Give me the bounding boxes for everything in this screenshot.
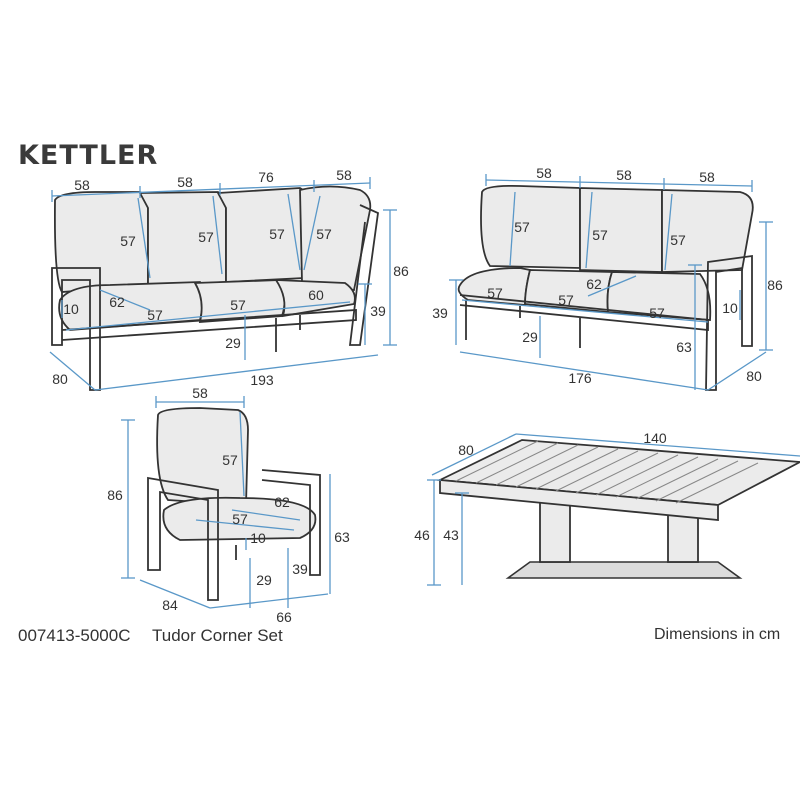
three-depth: 80	[746, 368, 762, 384]
corner-width-4: 58	[336, 167, 352, 183]
table-depth: 80	[458, 442, 474, 458]
armchair-drawing: 58 57 62 57 10 86 63 29 39 84 66	[107, 385, 350, 625]
three-back-height-1: 57	[514, 219, 530, 235]
armchair-arm-total-height: 63	[334, 529, 350, 545]
corner-back-height-4: 57	[316, 226, 332, 242]
corner-width-2: 58	[177, 174, 193, 190]
three-width-1: 58	[536, 165, 552, 181]
table-drawing: 80 140 46 43	[414, 430, 800, 586]
armchair-seat-height: 39	[292, 561, 308, 577]
corner-sofa-drawing: 58 58 76 58 57 57 57 57 62 57 57 60 10 3…	[49, 167, 409, 391]
three-back-height-2: 57	[592, 227, 608, 243]
three-seater-drawing: 58 58 58 57 57 57 62 57 57 57 10 39 29 6…	[432, 165, 783, 391]
three-width-2: 58	[616, 167, 632, 183]
table-total-height: 46	[414, 527, 430, 543]
corner-back-height-1: 57	[120, 233, 136, 249]
armchair-leg-height: 29	[256, 572, 272, 588]
three-seat-width-1: 57	[487, 285, 503, 301]
three-arm-height: 10	[722, 300, 738, 316]
armchair-seat-depth: 62	[274, 494, 290, 510]
table-length: 140	[643, 430, 667, 446]
corner-leg-height: 29	[225, 335, 241, 351]
three-leg-height: 29	[522, 329, 538, 345]
three-width-3: 58	[699, 169, 715, 185]
table-top-height: 43	[443, 527, 459, 543]
corner-seat-width-1: 57	[147, 307, 163, 323]
armchair-seat-width: 57	[232, 511, 248, 527]
corner-depth: 80	[52, 371, 68, 387]
corner-seat-width-3: 60	[308, 287, 324, 303]
corner-total-width: 193	[250, 372, 274, 388]
three-seat-height: 39	[432, 305, 448, 321]
three-total-height: 86	[767, 277, 783, 293]
corner-back-height-2: 57	[198, 229, 214, 245]
three-arm-total-height: 63	[676, 339, 692, 355]
product-code: 007413-5000C	[18, 626, 131, 645]
three-back-height-3: 57	[670, 232, 686, 248]
three-seat-depth: 62	[586, 276, 602, 292]
armchair-width-top: 58	[192, 385, 208, 401]
three-seat-width-2: 57	[558, 292, 574, 308]
product-name: Tudor Corner Set	[152, 626, 283, 645]
corner-width-1: 58	[74, 177, 90, 193]
three-total-width: 176	[568, 370, 592, 386]
armchair-depth: 84	[162, 597, 178, 613]
corner-arm-height: 10	[63, 301, 79, 317]
corner-seat-height: 39	[370, 303, 386, 319]
armchair-arm-height: 10	[250, 530, 266, 546]
corner-width-3: 76	[258, 169, 274, 185]
brand-logo: KETTLER	[18, 140, 159, 171]
corner-back-height-3: 57	[269, 226, 285, 242]
corner-seat-width-2: 57	[230, 297, 246, 313]
units-note: Dimensions in cm	[654, 626, 781, 643]
corner-seat-depth: 62	[109, 294, 125, 310]
armchair-width: 66	[276, 609, 292, 625]
armchair-total-height: 86	[107, 487, 123, 503]
corner-total-height: 86	[393, 263, 409, 279]
three-seat-width-3: 57	[649, 305, 665, 321]
armchair-back-height: 57	[222, 452, 238, 468]
